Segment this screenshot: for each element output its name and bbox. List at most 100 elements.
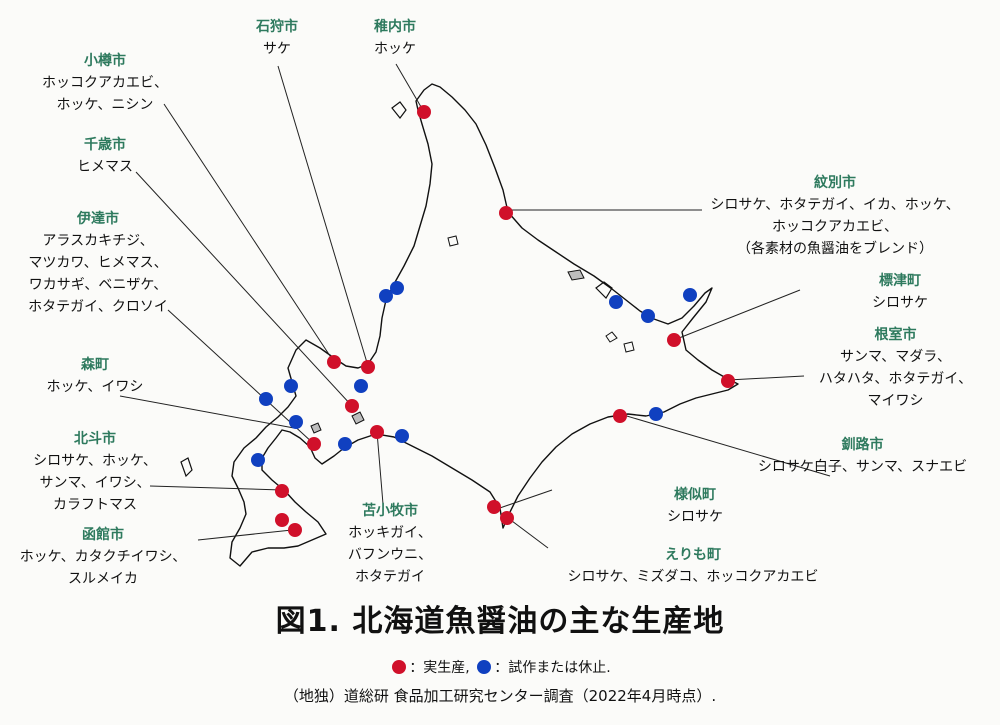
product-line: アラスカキチジ、: [42, 233, 154, 249]
marker-hakodate: [288, 523, 302, 537]
marker-trial: [251, 453, 265, 467]
label-chitose: 千歳市 ヒメマス: [55, 134, 155, 178]
product-line: サンマ、イワシ、: [39, 475, 151, 491]
product-line: マイワシ: [867, 393, 924, 409]
lake-akan: [605, 331, 618, 343]
city-name: 石狩市: [256, 19, 298, 35]
city-name: 標津町: [879, 273, 921, 289]
label-erimo: えりも町 シロサケ、ミズダコ、ホッコクアカエビ: [558, 544, 828, 588]
product-line: マツカワ、ヒメマス、: [28, 255, 168, 271]
product-line: （各素材の魚醤油をブレンド）: [737, 241, 933, 257]
leader-samani: [493, 489, 553, 511]
hokkaido-coastline: [229, 83, 739, 567]
lake-toya: [310, 422, 322, 434]
lake-kussharo: [623, 341, 635, 353]
leader-kushiro: [619, 413, 831, 477]
product-line: ホッコクアカエビ、: [42, 75, 168, 91]
product-line: カラフトマス: [53, 497, 137, 513]
city-name: えりも町: [665, 547, 721, 563]
leader-shibetsu: [673, 289, 801, 341]
product-line: シロサケ白子、サンマ、スナエビ: [757, 459, 968, 475]
marker-kushiro: [613, 409, 627, 423]
marker-date: [307, 437, 321, 451]
leader-erimo: [507, 517, 549, 549]
marker-mori: [275, 484, 289, 498]
marker-tomakomai: [370, 425, 384, 439]
product-line: ホッケ、イワシ: [46, 379, 144, 395]
marker-monbetsu: [499, 206, 513, 220]
legend: ：実生産, ：試作または休止.: [0, 657, 1000, 677]
marker-trial: [338, 437, 352, 451]
okushiri-island: [180, 457, 193, 478]
legend-red-dot: [392, 660, 407, 674]
product-line: サンマ、マダラ、: [839, 349, 952, 365]
city-name: 紋別市: [814, 175, 856, 191]
product-line: ワカサギ、ベニザケ、: [28, 277, 168, 293]
product-line: バフンウニ、: [347, 547, 433, 563]
product-line: シロサケ、ホッケ、: [33, 453, 157, 469]
label-otaru: 小樽市 ホッコクアカエビ、 ホッケ、ニシン: [30, 50, 180, 116]
city-name: 伊達市: [77, 211, 119, 227]
marker-hokuto: [275, 513, 289, 527]
marker-trial: [641, 309, 655, 323]
marker-trial: [390, 281, 404, 295]
leader-hokuto: [149, 485, 283, 491]
product-line: ホッキガイ、: [348, 525, 432, 541]
city-name: 森町: [81, 357, 109, 373]
product-line: シロサケ: [872, 295, 928, 311]
rishiri-island: [391, 101, 407, 119]
marker-trial: [609, 295, 623, 309]
product-line: ヒメマス: [77, 159, 133, 175]
label-samani: 様似町 シロサケ: [645, 484, 745, 528]
label-shibetsu: 標津町 シロサケ: [850, 270, 950, 314]
source-note: （地独）道総研 食品加工研究センター調査（2022年4月時点）.: [283, 687, 717, 705]
legend-blue-label: ：試作または休止.: [494, 660, 611, 676]
product-line: ホッケ: [374, 41, 416, 57]
city-name: 釧路市: [841, 437, 884, 453]
city-name: 苫小牧市: [362, 503, 418, 519]
marker-trial: [649, 407, 663, 421]
city-name: 北斗市: [74, 431, 116, 447]
city-name: 稚内市: [374, 19, 416, 35]
label-wakkanai: 稚内市 ホッケ: [360, 16, 430, 60]
leader-tomakomai: [376, 431, 384, 505]
product-line: ハタハタ、ホタテガイ、: [818, 371, 973, 387]
actual-production-markers: [275, 105, 735, 537]
leader-chitose: [135, 171, 353, 407]
label-monbetsu: 紋別市 シロサケ、ホタテガイ、イカ、ホッケ、 ホッコクアカエビ、 （各素材の魚醤…: [700, 172, 970, 260]
product-line: ホタテガイ: [355, 569, 425, 585]
city-name: 小樽市: [84, 53, 126, 69]
leader-hakodate: [197, 529, 293, 541]
product-line: ホッケ、カタクチイワシ、: [19, 549, 187, 565]
product-line: サケ: [263, 41, 291, 57]
city-name: 千歳市: [84, 137, 126, 153]
marker-erimo: [500, 511, 514, 525]
label-hokuto: 北斗市 シロサケ、ホッケ、 サンマ、イワシ、 カラフトマス: [25, 428, 165, 516]
figure-title: 図1. 北海道魚醤油の主な生産地: [275, 604, 725, 639]
marker-trial: [284, 379, 298, 393]
product-line: ホタテガイ、クロソイ: [28, 299, 168, 315]
city-name: 函館市: [82, 527, 124, 543]
legend-blue-dot: [477, 660, 492, 674]
lake-saroma: [567, 269, 585, 281]
label-date: 伊達市 アラスカキチジ、 マツカワ、ヒメマス、 ワカサギ、ベニザケ、 ホタテガイ…: [18, 208, 178, 318]
marker-trial: [259, 392, 273, 406]
label-mori: 森町 ホッケ、イワシ: [30, 354, 160, 398]
marker-trial: [354, 379, 368, 393]
marker-trial: [379, 289, 393, 303]
product-line: シロサケ、ホタテガイ、イカ、ホッケ、: [710, 197, 960, 213]
label-ishikari: 石狩市 サケ: [242, 16, 312, 60]
label-kushiro: 釧路市 シロサケ白子、サンマ、スナエビ: [740, 434, 985, 478]
marker-shibetsu: [667, 333, 681, 347]
product-line: ホッケ、ニシン: [56, 97, 154, 113]
leader-ishikari: [277, 65, 369, 367]
marker-nemuro: [721, 374, 735, 388]
city-name: 様似町: [674, 487, 716, 503]
lake-shikotsu: [351, 411, 365, 425]
leader-mori: [119, 395, 295, 429]
kunashiri-island: [595, 281, 613, 299]
legend-red-label: ：実生産,: [409, 660, 470, 676]
marker-trial: [289, 415, 303, 429]
